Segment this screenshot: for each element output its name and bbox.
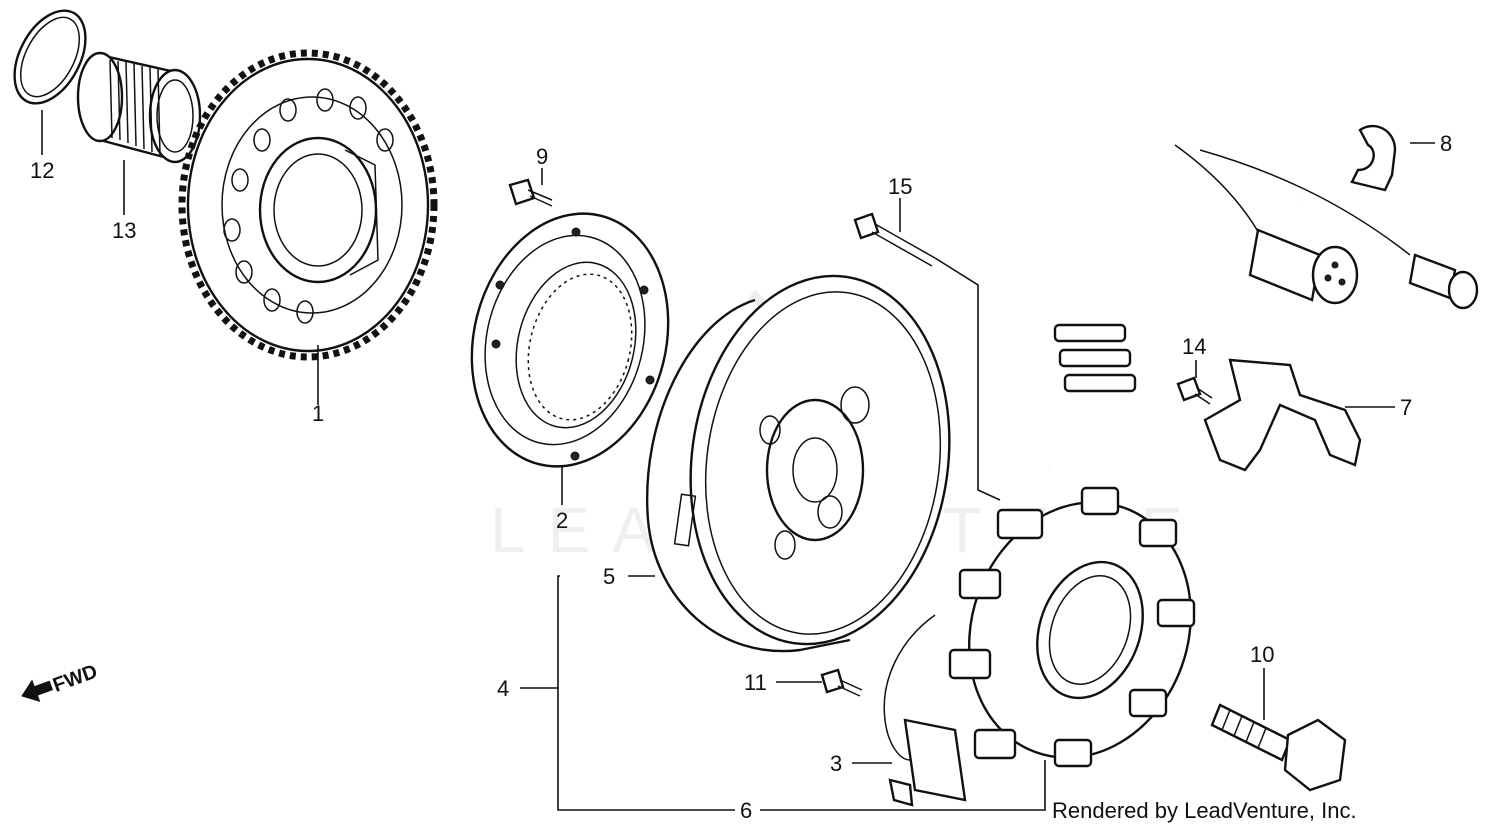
callout-5: 5 — [603, 564, 615, 589]
callout-15: 15 — [888, 174, 912, 199]
connector-large[interactable] — [1248, 228, 1359, 305]
callout-13: 13 — [112, 218, 136, 243]
part-10-flange-bolt[interactable] — [1210, 703, 1347, 792]
callout-4: 4 — [497, 676, 509, 701]
part-12-o-ring[interactable] — [0, 0, 100, 115]
part-15-bolt[interactable] — [853, 212, 936, 267]
callout-12: 12 — [30, 158, 54, 183]
part-11-bolt[interactable] — [820, 668, 863, 697]
callout-9: 9 — [536, 144, 548, 169]
callout-1: 1 — [312, 401, 324, 426]
part-3-pulse-generator[interactable] — [883, 614, 967, 807]
credit-text: Rendered by LeadVenture, Inc. — [1052, 798, 1357, 823]
callout-7: 7 — [1400, 395, 1412, 420]
part-14-screw[interactable] — [1176, 376, 1213, 405]
part-9-bolt[interactable] — [508, 178, 553, 207]
fwd-label: FWD — [50, 661, 100, 697]
wire-harness — [1043, 111, 1411, 473]
callout-3: 3 — [830, 751, 842, 776]
fwd-indicator: FWD — [21, 661, 100, 703]
part-1-starter-driven-gear[interactable] — [178, 49, 438, 361]
callout-8: 8 — [1440, 131, 1452, 156]
part-2-one-way-clutch[interactable] — [446, 193, 694, 488]
part-13-needle-bearing[interactable] — [76, 51, 202, 164]
connector-small[interactable] — [1408, 253, 1479, 310]
part-7-cover-plate[interactable] — [1203, 358, 1362, 472]
callout-labels: 12 13 1 2 9 15 5 4 6 3 11 10 7 8 14 — [30, 131, 1452, 823]
callout-2: 2 — [556, 508, 568, 533]
part-6-stator[interactable] — [934, 471, 1226, 789]
fwd-arrow-icon — [21, 679, 53, 703]
part-8-clamp[interactable] — [1350, 124, 1397, 192]
callout-14: 14 — [1182, 334, 1206, 359]
callout-10: 10 — [1250, 642, 1274, 667]
part-5-flywheel[interactable] — [645, 259, 972, 661]
callout-11: 11 — [744, 670, 767, 695]
callout-6: 6 — [740, 798, 752, 823]
leader-lines — [41, 110, 1435, 811]
